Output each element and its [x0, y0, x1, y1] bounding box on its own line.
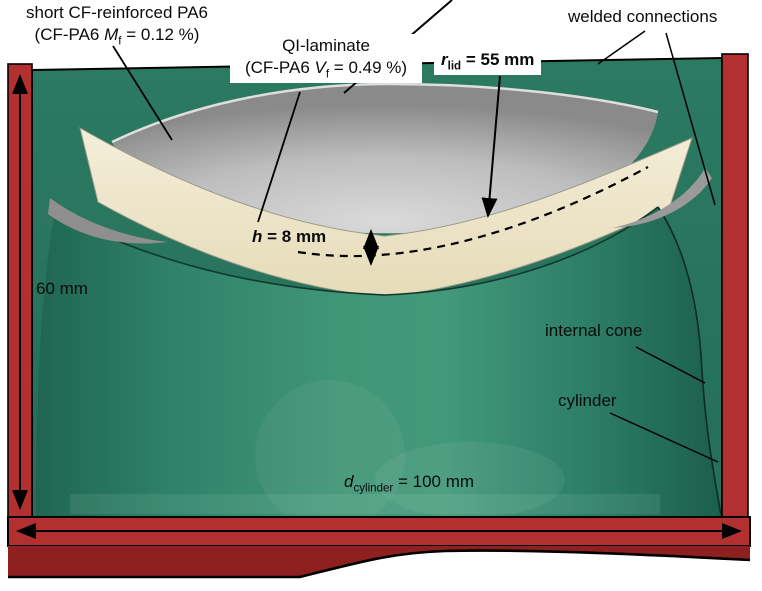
label-cylinder: cylinder	[558, 390, 617, 412]
dome-rim-highlight	[111, 82, 659, 144]
leader-short-cf	[112, 45, 173, 141]
lower-shell-outline	[8, 549, 751, 579]
qi-line2-pre: (CF-PA6	[244, 57, 315, 77]
h-value: = 8 mm	[262, 227, 327, 246]
r-lid-subscript: lid	[447, 60, 462, 73]
d-cylinder-subscript: cylinder	[353, 482, 394, 495]
label-internal-cone: internal cone	[545, 320, 642, 342]
cylinder-text: cylinder	[558, 391, 617, 410]
label-qi-laminate: QI-laminate (CF-PA6 Vf = 0.49 %)	[230, 34, 422, 83]
leader-cylinder	[609, 412, 719, 463]
cylinder-highlight	[375, 442, 565, 518]
qi-subscript: f	[325, 68, 330, 81]
short-cf-subscript: f	[118, 35, 122, 48]
label-r-lid: rlid = 55 mm	[434, 48, 542, 76]
short-cf-symbol: M	[104, 24, 119, 44]
r-lid-symbol: r	[441, 50, 448, 69]
internal-cone-edge	[657, 206, 722, 516]
label-short-cf: short CF-reinforced PA6 (CF-PA6 Mf = 0.1…	[0, 2, 234, 49]
label-60mm: 60 mm	[36, 278, 88, 300]
d-cylinder-symbol: d	[344, 472, 354, 491]
welded-text: welded connections	[568, 7, 718, 26]
leader-welded-2	[665, 32, 716, 206]
short-cf-line2-pre: (CF-PA6	[34, 24, 105, 44]
laminate-band	[79, 126, 693, 298]
label-welded-connections: welded connections	[568, 6, 717, 28]
cylinder-top-edge	[54, 206, 659, 296]
cylinder-highlight	[255, 380, 405, 530]
dome-edge-right	[612, 168, 712, 228]
lower-shell	[8, 546, 750, 577]
dome-lid	[112, 84, 658, 234]
qi-line1: QI-laminate	[282, 36, 370, 55]
cylinder-body	[36, 207, 721, 517]
short-cf-line2-post: = 0.12 %)	[121, 24, 200, 44]
right-cut-bar	[721, 53, 749, 518]
label-d-cylinder: dcylinder = 100 mm	[344, 471, 474, 496]
short-cf-line1: short CF-reinforced PA6	[25, 3, 209, 22]
r-lid-value: = 55 mm	[461, 50, 535, 69]
cylinder-highlight	[70, 494, 660, 514]
dim-60mm-text: 60 mm	[36, 279, 88, 298]
leader-welded-1	[597, 30, 646, 65]
qi-symbol: V	[314, 57, 326, 77]
lid-midsurface-dashed-line	[297, 166, 649, 258]
leader-qi-laminate	[257, 91, 301, 223]
leader-r-lid-arrow	[481, 75, 501, 218]
d-cylinder-value: = 100 mm	[393, 472, 475, 491]
qi-line2-post: = 0.49 %)	[329, 57, 408, 77]
leader-internal-cone	[635, 346, 706, 384]
label-h-8mm: h = 8 mm	[252, 226, 326, 248]
dome-edge-left	[48, 198, 168, 244]
h-symbol: h	[252, 227, 263, 246]
internal-cone-text: internal cone	[545, 321, 643, 340]
